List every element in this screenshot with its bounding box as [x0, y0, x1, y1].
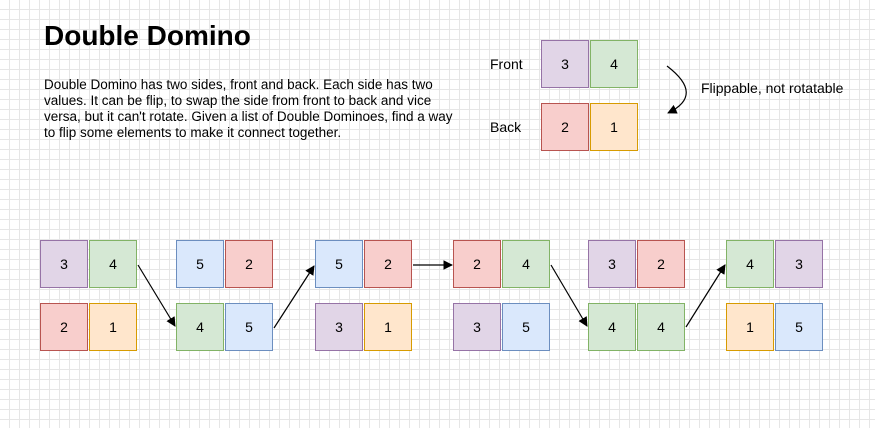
domino-1-front-left-cell: 3 [40, 240, 88, 288]
domino-4-front-left-cell: 2 [453, 240, 501, 288]
domino-3-back-right-cell: 1 [364, 303, 412, 351]
flip-arrow [666, 65, 687, 114]
domino-3-front-left-cell: 5 [315, 240, 363, 288]
domino-4-front-right-cell: 4 [502, 240, 550, 288]
domino-5-front-left-cell: 3 [588, 240, 636, 288]
domino-1-back-right-cell: 1 [89, 303, 137, 351]
domino-1-front-right-cell: 4 [89, 240, 137, 288]
connector-arrow-4 [550, 264, 588, 327]
connector-arrow-5 [685, 264, 726, 328]
domino-2-front-left-cell: 5 [176, 240, 224, 288]
domino-6-front-left-cell: 4 [726, 240, 774, 288]
example-front-right-cell: 4 [590, 40, 638, 88]
domino-4-back-right-cell: 5 [502, 303, 550, 351]
flip-note: Flippable, not rotatable [701, 80, 844, 96]
example-back-left-cell: 2 [541, 103, 589, 151]
back-label: Back [490, 119, 522, 135]
domino-3-front-right-cell: 2 [364, 240, 412, 288]
domino-1-back-left-cell: 2 [40, 303, 88, 351]
domino-3-back-left-cell: 3 [315, 303, 363, 351]
domino-5-back-left-cell: 4 [588, 303, 636, 351]
domino-5-front-right-cell: 2 [637, 240, 685, 288]
example-front-left-cell: 3 [541, 40, 589, 88]
domino-2-back-left-cell: 4 [176, 303, 224, 351]
example-back-right-cell: 1 [590, 103, 638, 151]
domino-2-front-right-cell: 2 [225, 240, 273, 288]
domino-2-back-right-cell: 5 [225, 303, 273, 351]
domino-6-back-left-cell: 1 [726, 303, 774, 351]
problem-description: Double Domino has two sides, front and b… [44, 77, 453, 140]
domino-6-front-right-cell: 3 [775, 240, 823, 288]
front-label: Front [490, 56, 523, 72]
connector-arrow-2 [273, 265, 315, 329]
domino-4-back-left-cell: 3 [453, 303, 501, 351]
diagram-title: Double Domino [44, 20, 251, 51]
domino-5-back-right-cell: 4 [637, 303, 685, 351]
connector-arrow-1 [137, 264, 176, 327]
domino-6-back-right-cell: 5 [775, 303, 823, 351]
